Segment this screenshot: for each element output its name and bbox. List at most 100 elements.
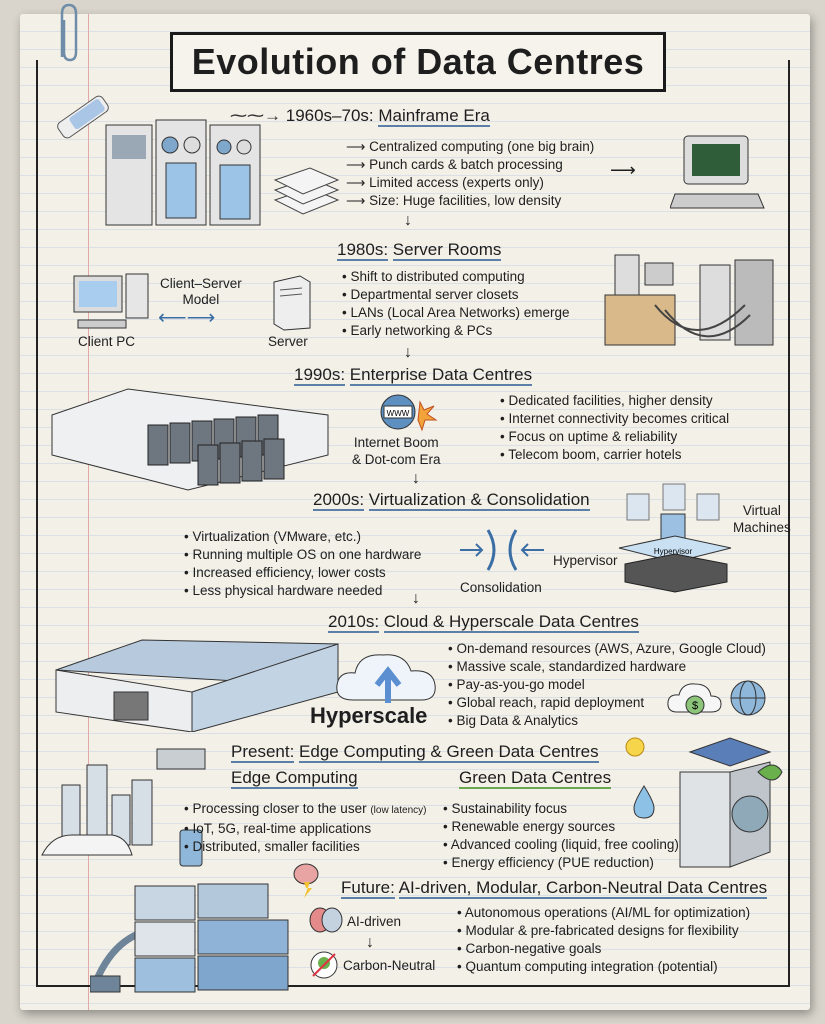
bullet: Pay-as-you-go model [448,676,766,694]
era-title: Enterprise Data Centres [349,365,533,386]
arrow-down-icon: ↓ [412,590,420,607]
enterprise-heading: 1990s: Enterprise Data Centres [294,365,533,386]
enterprise-datacentre-illustration [51,388,329,491]
arrow-down-icon: ↓ [366,934,374,951]
carbon-neutral-icon [310,951,338,979]
bullet: Quantum computing integration (potential… [457,958,750,976]
server-label: Server [268,334,308,349]
present-heading: Present: Edge Computing & Green Data Cen… [231,742,599,763]
virtual-machines-label: Virtual Machines [733,502,791,536]
page-title: Evolution of Data Centres [170,32,666,92]
bullet: Virtualization (VMware, etc.) [184,528,421,546]
era-title: Server Rooms [392,240,502,261]
label-line: & Dot-com Era [352,452,441,467]
mainframe-icon [105,119,261,226]
bullet: Massive scale, standardized hardware [448,658,766,676]
hyperscale-warehouse-illustration [55,639,339,732]
era-date: 2000s: [313,490,365,511]
consolidation-icon [460,529,544,571]
bullet: Global reach, rapid deployment [448,694,766,712]
bullet: Limited access (experts only) [346,174,594,192]
internet-boom-label: Internet Boom & Dot-com Era [352,434,441,468]
bullet: Increased efficiency, lower costs [184,564,421,582]
bullet: Early networking & PCs [342,322,570,340]
era-date: 1960s–70s: [285,106,374,125]
bullet: Departmental server closets [342,286,570,304]
drawn-frame [36,60,790,987]
margin-line [88,14,89,1010]
edge-computing-title: Edge Computing [231,768,358,789]
mainframe-bullets: Centralized computing (one big brain) Pu… [346,138,594,210]
label-line: Internet Boom [353,435,439,450]
bullet: Sustainability focus [443,800,679,818]
arrow-down-icon: ↓ [412,470,420,487]
svg-text:Hypervisor: Hypervisor [654,547,693,556]
bullet: Internet connectivity becomes critical [500,410,729,428]
era-date: 2010s: [328,612,380,633]
bullet: Dedicated facilities, higher density [500,392,729,410]
bullet: On-demand resources (AWS, Azure, Google … [448,640,765,658]
bidirectional-arrow-icon: ⟵⟶ [158,307,216,329]
cloud-upload-icon [336,654,436,703]
server-rooms-heading: 1980s: Server Rooms [337,240,502,261]
era-title: Virtualization & Consolidation [368,490,590,511]
usb-stick-icon [57,95,109,139]
water-drop-icon [633,785,655,819]
punch-cards-icon [273,167,340,215]
bullet: Telecom boom, carrier hotels [500,446,729,464]
bullet-text: Processing closer to the user [192,801,367,816]
client-pc-icon [73,273,149,329]
bullet: Distributed, smaller facilities [184,838,426,856]
bullet: Processing closer to the user (low laten… [184,800,426,820]
virtualization-heading: 2000s: Virtualization & Consolidation [313,490,590,511]
globe-www-icon: WWW [380,394,438,432]
bullet: Less physical hardware needed [184,582,421,600]
bullet: Shift to distributed computing [342,268,570,286]
future-bullets: Autonomous operations (AI/ML for optimiz… [457,904,750,976]
bullet: Focus on uptime & reliability [500,428,729,446]
brain-lightning-icon [293,863,319,898]
client-pc-label: Client PC [78,334,136,349]
era-date: Present: [231,742,295,763]
bullet: Autonomous operations (AI/ML for optimiz… [457,904,750,922]
bullet: Size: Huge facilities, low density [346,192,594,210]
era-date: 1990s: [294,365,346,386]
arrow-down-icon: ↓ [404,212,412,229]
globe-icon [730,680,766,716]
label-line: Model [182,292,220,307]
bullet: IoT, 5G, real-time applications [184,820,426,838]
svg-text:$: $ [692,700,698,712]
svg-text:WWW: WWW [387,409,410,418]
arrow-right-icon: ⟶ [610,160,636,180]
cloud-heading: 2010s: Cloud & Hyperscale Data Centres [328,612,639,633]
hypervisor-label: Hypervisor [553,553,618,568]
cloud-dollar-icon: $ [667,683,722,715]
carbon-neutral-label: Carbon-Neutral [343,958,436,973]
bullet: Modular & pre-fabricated designs for fle… [457,922,750,940]
bullet: Running multiple OS on one hardware [184,546,421,564]
modular-containers-illustration [90,883,289,993]
era-title: AI-driven, Modular, Carbon-Neutral Data … [398,878,768,899]
bullet: Renewable energy sources [443,818,679,836]
era-date: 1980s: [337,240,389,261]
green-server-illustration [679,737,783,868]
bullet: Punch cards & batch processing [346,156,594,174]
bullet: Centralized computing (one big brain) [346,138,594,156]
bullet: Carbon-negative goals [457,940,750,958]
cloud-bullets: On-demand resources (AWS, Azure, Google … [448,640,766,730]
era-title: Cloud & Hyperscale Data Centres [383,612,639,633]
era-title: Edge Computing & Green Data Centres [299,742,599,763]
hypervisor-vm-illustration: Hypervisor [618,483,732,593]
bullet: Big Data & Analytics [448,712,766,730]
subsection-title: Green Data Centres [459,768,612,789]
bullet: Advanced cooling (liquid, free cooling) [443,836,679,854]
green-bullets: Sustainability focus Renewable energy so… [443,800,679,872]
label-line: Machines [733,520,791,535]
green-dc-title: Green Data Centres [459,768,612,789]
client-server-model-label: Client–Server Model [160,276,242,308]
hyperscale-label: Hyperscale [310,703,428,728]
label-line: Client–Server [160,276,242,291]
virtualization-bullets: Virtualization (VMware, etc.) Running mu… [184,528,421,600]
server-tower-icon [273,275,311,331]
mainframe-heading: ⁓⁓→ 1960s–70s: Mainframe Era [230,106,490,127]
